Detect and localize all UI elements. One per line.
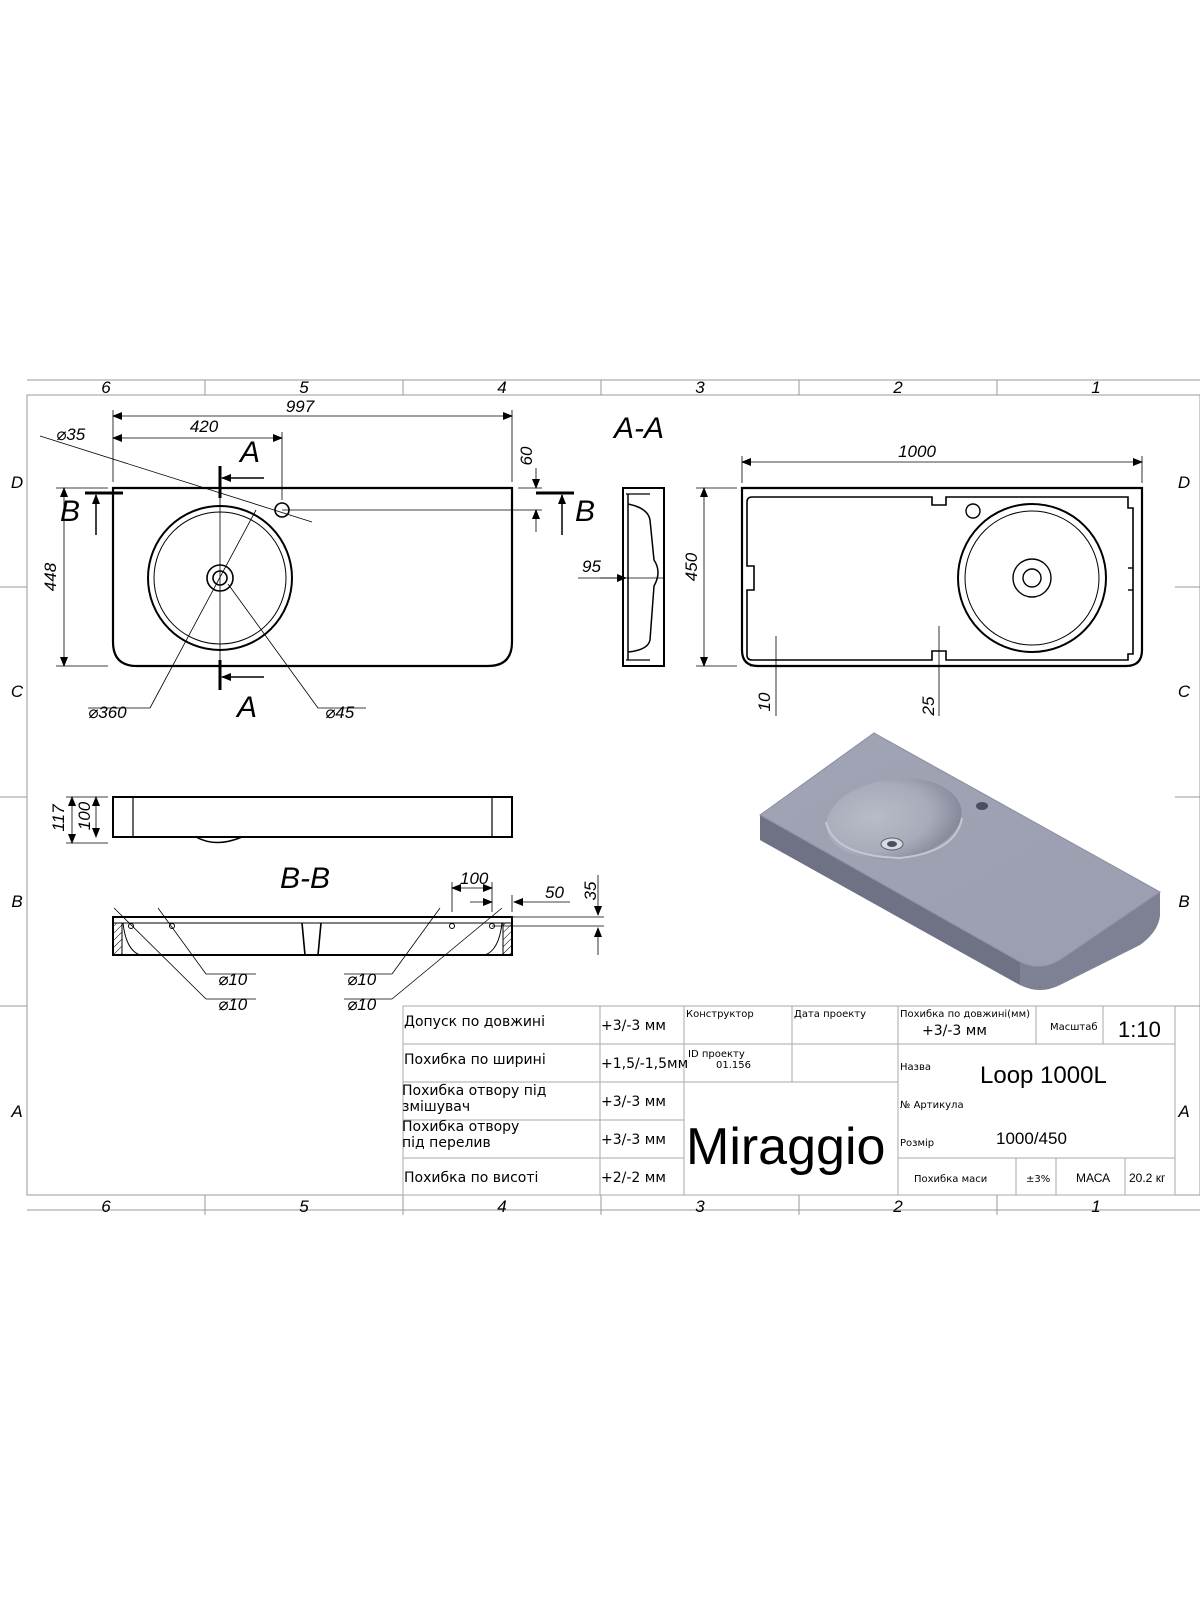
top-depth-dimension: 450 [682,552,701,581]
title-block: Допуск по довжині +3/-3 мм Похибка по ши… [402,1005,1176,1196]
hole-diameter-dimension: ⌀10 [218,995,248,1014]
article-label: № Артикула [900,1100,964,1111]
column-label: 1 [1091,1197,1100,1216]
section-a-a-title: A-A [612,412,664,445]
column-label: 5 [299,1197,309,1216]
length-tolerance-label: Похибка по довжині(мм) [900,1008,1030,1020]
tolerance-value: +3/-3 мм [601,1132,666,1148]
designer-label: Конструктор [686,1009,754,1020]
mass-label: МАСА [1076,1171,1110,1185]
hole-diameter-dimension: ⌀10 [218,970,248,989]
hole-diameter-dimension: ⌀10 [347,970,377,989]
section-a-label: A [235,691,257,724]
tolerance-value: +3/-3 мм [601,1094,666,1110]
tolerance-label: Допуск по довжині [404,1014,545,1030]
section-b-label: B [60,495,80,528]
tolerance-label: Похибка по ширині [404,1052,546,1068]
mass-value: 20.2 кг [1129,1171,1166,1185]
column-label: 4 [497,1197,506,1216]
row-label: A [1177,1102,1189,1121]
mass-tolerance-label: Похибка маси [914,1174,987,1185]
column-label: 4 [497,378,506,397]
product-size: 1000/450 [996,1129,1067,1148]
length-tolerance: +3/-3 мм [922,1023,987,1039]
edge-offset-dimension: 60 [517,446,536,465]
section-b-b-view: B-B 100 [112,862,604,1014]
column-label: 2 [892,1197,903,1216]
project-id: 01.156 [716,1060,751,1071]
plan-width-dimension: 997 [286,397,315,416]
hole-depth-dimension: 35 [581,881,600,900]
section-a-label: A [238,436,260,469]
column-label: 3 [695,1197,705,1216]
tolerance-value: +2/-2 мм [601,1170,666,1186]
basin-diameter-dimension: ⌀360 [88,703,127,722]
isometric-render [759,732,1161,990]
frame: 6 5 4 3 2 1 6 5 4 3 2 1 D C B A D C B A [0,378,1200,1216]
overflow-diameter-dimension: ⌀35 [56,425,86,444]
size-label: Розмір [900,1137,934,1149]
column-label: 5 [299,378,309,397]
tolerance-label: Похибка отвору під перелив [402,1119,520,1151]
tolerance-label: Похибка по висоті [404,1170,538,1186]
tolerance-value: +3/-3 мм [601,1018,666,1034]
tolerance-value: +1,5/-1,5мм [601,1056,688,1072]
column-label: 6 [101,1197,111,1216]
section-depth-dimension: 95 [582,557,601,576]
total-height-dimension: 117 [49,804,68,832]
tolerance-label: Похибка отвору під змішувач [402,1083,547,1115]
section-a-a-view: A-A 95 [578,412,665,667]
top-view: 1000 450 10 25 [682,442,1144,716]
column-label: 6 [101,378,111,397]
row-label: C [1178,682,1191,701]
edge-width-dimension: 10 [755,692,774,711]
plan-depth-dimension: 448 [41,562,60,591]
top-width-dimension: 1000 [898,442,936,461]
hole-diameter-dimension: ⌀10 [347,995,377,1014]
row-label: A [10,1102,22,1121]
side-view: 117 100 [49,796,513,844]
column-label: 1 [1091,378,1100,397]
hole-spacing-dimension: 100 [460,869,489,888]
overflow-offset-dimension: 420 [190,417,219,436]
name-label: Назва [900,1062,931,1073]
project-id-label: ID проекту [688,1049,745,1060]
drain-diameter-dimension: ⌀45 [325,703,355,722]
column-label: 2 [892,378,903,397]
date-label: Дата проекту [794,1009,866,1020]
column-label: 3 [695,378,705,397]
row-label: D [11,473,23,492]
section-b-label: B [575,495,595,528]
row-label: D [1178,473,1190,492]
mass-tolerance: ±3% [1026,1174,1050,1185]
row-label: B [11,892,22,911]
brand-logo: Miraggio [686,1118,885,1176]
product-name: Loop 1000L [980,1062,1107,1089]
row-label: C [11,682,24,701]
row-label: B [1178,892,1189,911]
hole-offset-dimension: 50 [545,883,564,902]
plan-view: A A B B 997 420 ⌀35 60 448 ⌀360 ⌀45 [39,397,595,724]
scale: 1:10 [1118,1017,1161,1042]
body-height-dimension: 100 [75,801,94,830]
scale-label: Масштаб [1050,1022,1098,1033]
section-b-b-title: B-B [280,862,330,895]
notch-dimension: 25 [919,696,938,716]
